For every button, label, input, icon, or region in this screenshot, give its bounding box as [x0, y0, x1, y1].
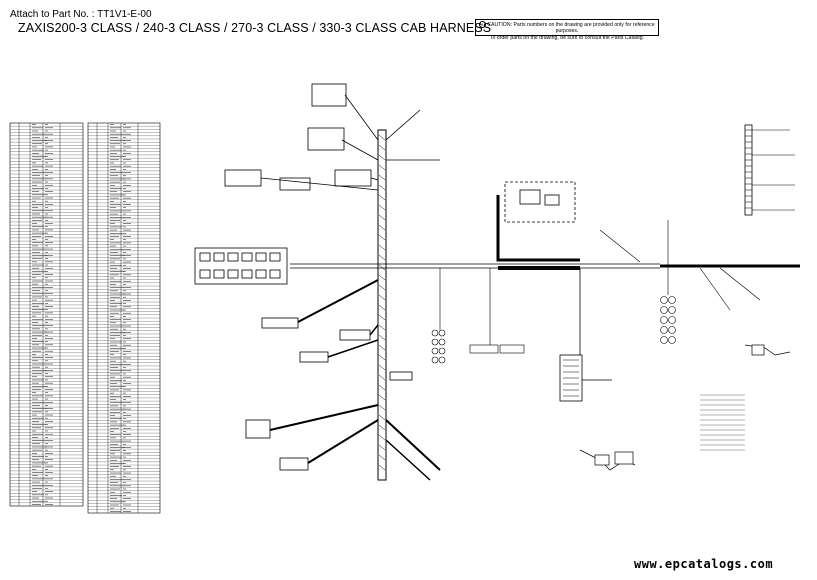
right-connector-circles [599, 220, 761, 344]
parts-table-left [9, 122, 84, 507]
lower-right-detail [579, 344, 791, 471]
caution-notice: !CAUTION: Parts numbers on the drawing a… [475, 19, 659, 41]
branch-connectors-lower [245, 279, 441, 481]
notice-line1: CAUTION: Parts numbers on the drawing ar… [487, 21, 655, 35]
watermark-url: www.epcatalogs.com [634, 557, 774, 571]
connector-group-left [194, 247, 288, 285]
right-connector-strip [744, 124, 795, 216]
part-number: TT1V1-E-00 [97, 9, 152, 20]
main-harness-trunk [377, 129, 387, 481]
diagram-title: ZAXIS200-3 CLASS / 240-3 CLASS / 270-3 C… [18, 21, 492, 35]
notice-line2: To order parts on the drawing, be sure t… [489, 34, 645, 41]
parts-table-middle [87, 122, 161, 514]
center-connector-stack [431, 268, 525, 364]
top-connectors [224, 83, 440, 191]
horizontal-harness-trunk [290, 263, 800, 270]
caution-icon: ! [479, 21, 487, 28]
relay-block-right [496, 181, 612, 402]
attach-label: Attach to Part No. : [10, 9, 95, 20]
attach-to-part-label: Attach to Part No. : TT1V1-E-00 [10, 9, 152, 20]
